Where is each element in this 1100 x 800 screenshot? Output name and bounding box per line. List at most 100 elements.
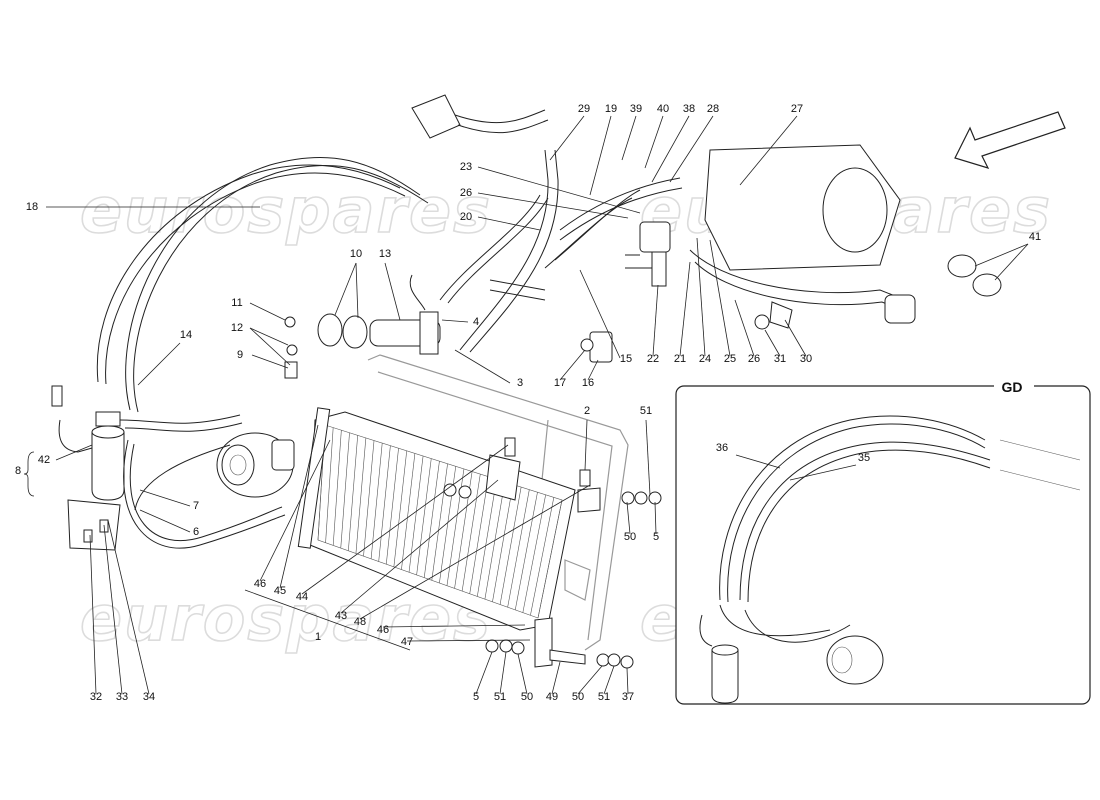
- condenser-fin: [340, 432, 350, 549]
- leader-line: [645, 419, 651, 496]
- callout-3: 3: [517, 377, 523, 389]
- condenser-fin: [469, 476, 489, 594]
- callout-13: 13: [379, 248, 391, 260]
- callout-21: 21: [674, 353, 686, 365]
- leader-line: [621, 115, 637, 161]
- callout-29: 29: [578, 103, 590, 115]
- leader-line: [454, 349, 511, 384]
- watermark-top-left: eurospares: [80, 174, 492, 247]
- kit-bracket-1: [244, 589, 411, 651]
- leader-line: [626, 501, 631, 535]
- condenser-fin: [477, 479, 497, 597]
- callout-4: 4: [473, 316, 479, 328]
- grommets-41: [947, 254, 1002, 297]
- leader-line: [764, 329, 781, 357]
- leader-line: [669, 115, 714, 183]
- callout-12: 12: [231, 322, 243, 334]
- condenser-fin: [514, 492, 538, 610]
- callout-9: 9: [237, 349, 243, 361]
- callout-24: 24: [699, 353, 711, 365]
- callout-49: 49: [546, 691, 558, 703]
- condenser-fin: [537, 499, 563, 619]
- leader-line: [549, 115, 585, 161]
- condenser-fin: [431, 463, 448, 581]
- leader-line: [249, 302, 286, 321]
- callout-28: 28: [707, 103, 719, 115]
- callout-26: 26: [460, 187, 472, 199]
- callout-42: 42: [38, 454, 50, 466]
- condenser-fin: [363, 440, 375, 557]
- leader-line: [626, 667, 629, 695]
- compressor: [216, 432, 295, 498]
- leader-line: [734, 299, 755, 357]
- callout-34: 34: [143, 691, 155, 703]
- leader-line: [251, 354, 289, 369]
- callout-25: 25: [724, 353, 736, 365]
- leader-line: [441, 319, 469, 323]
- callout-39: 39: [630, 103, 642, 115]
- condenser-fins: [317, 424, 563, 619]
- leader-line: [709, 239, 731, 357]
- callout-51: 51: [640, 405, 652, 417]
- callout-19: 19: [605, 103, 617, 115]
- callout-16: 16: [582, 377, 594, 389]
- leader-line: [589, 115, 612, 196]
- condenser-fin: [499, 487, 522, 605]
- callout-7: 7: [193, 500, 199, 512]
- callout-11: 11: [231, 297, 242, 309]
- leader-line: [139, 489, 191, 507]
- leader-line: [994, 243, 1029, 281]
- callout-50: 50: [624, 531, 636, 543]
- leader-line: [577, 665, 603, 695]
- condenser-fin: [416, 458, 432, 576]
- leader-line: [679, 261, 691, 357]
- leader-line: [107, 519, 150, 695]
- callout-33: 33: [116, 691, 128, 703]
- leader-line: [651, 115, 690, 183]
- leader-line: [587, 359, 599, 381]
- leader-line: [89, 534, 97, 695]
- callout-50: 50: [521, 691, 533, 703]
- leader-line: [477, 192, 629, 219]
- callout-8: 8: [15, 465, 21, 477]
- main-hoses: [96, 156, 429, 432]
- leader-line: [477, 166, 641, 214]
- leader-line: [603, 665, 615, 695]
- water-valve: [317, 274, 441, 355]
- callout-17: 17: [554, 377, 566, 389]
- leader-line: [477, 216, 541, 231]
- leader-line: [499, 651, 507, 695]
- callout-5: 5: [473, 691, 479, 703]
- callout-43: 43: [335, 610, 347, 622]
- callout-51: 51: [494, 691, 506, 703]
- condenser-fin: [348, 435, 358, 551]
- inset-gd: GD: [675, 378, 1091, 705]
- leader-line: [579, 269, 621, 359]
- callout-37: 37: [622, 691, 634, 703]
- leader-line: [359, 484, 591, 620]
- leader-line: [55, 444, 93, 461]
- callout-10: 10: [350, 248, 362, 260]
- callout-50: 50: [572, 691, 584, 703]
- leader-line: [584, 419, 588, 471]
- fittings-left: [284, 316, 298, 379]
- callout-18: 18: [26, 201, 38, 213]
- leader-line: [784, 319, 807, 357]
- leader-line: [696, 237, 706, 357]
- leader-line: [551, 661, 561, 695]
- callout-44: 44: [296, 591, 308, 603]
- condenser-fin: [378, 445, 391, 562]
- condenser-hardware: [83, 437, 662, 669]
- callout-41: 41: [1029, 231, 1041, 243]
- inset-title: GD: [1002, 379, 1023, 395]
- leader-line: [382, 624, 526, 628]
- leader-line: [644, 115, 664, 169]
- callout-27: 27: [791, 103, 803, 115]
- engine-hoses: [439, 149, 683, 353]
- leader-line: [974, 243, 1029, 267]
- direction-arrow-icon: [954, 111, 1066, 169]
- callout-46: 46: [254, 578, 266, 590]
- callout-38: 38: [683, 103, 695, 115]
- bracket-16-17: [580, 331, 613, 363]
